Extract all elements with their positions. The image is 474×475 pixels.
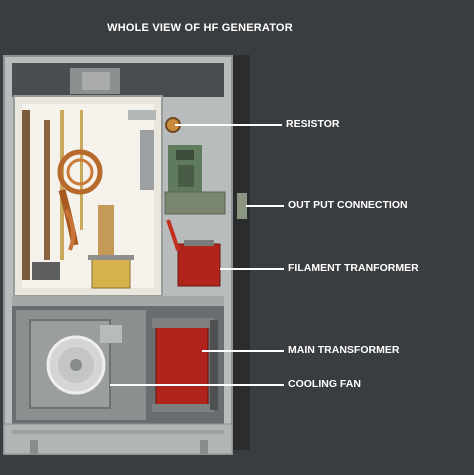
oscillator-valve xyxy=(91,257,131,289)
filament-transformer xyxy=(177,243,221,287)
main-transformer-leader-line xyxy=(202,350,284,352)
main-transformer-label: MAIN TRANSFORMER xyxy=(288,344,400,356)
output-connection-leader-line xyxy=(246,205,284,207)
output-connection-box xyxy=(164,191,226,215)
filament-transformer-leader-line xyxy=(220,268,284,270)
output-connection-label: OUT PUT CONNECTION xyxy=(288,199,408,211)
cabinet-base xyxy=(3,423,233,455)
output-connector xyxy=(237,193,247,219)
resistor-leader-line xyxy=(175,124,282,126)
page-title: WHOLE VIEW OF HF GENERATOR xyxy=(107,22,293,34)
cooling-fan-label: COOLING FAN xyxy=(288,378,361,390)
filament-transformer-label: FILAMENT TRANFORMER xyxy=(288,262,419,274)
copper-tank-coil xyxy=(57,149,103,195)
resistor-label: RESISTOR xyxy=(286,118,340,130)
cooling-fan-leader-line xyxy=(110,384,284,386)
wooden-board xyxy=(98,205,114,255)
main-transformer xyxy=(155,324,209,408)
middle-shelf xyxy=(12,296,224,306)
